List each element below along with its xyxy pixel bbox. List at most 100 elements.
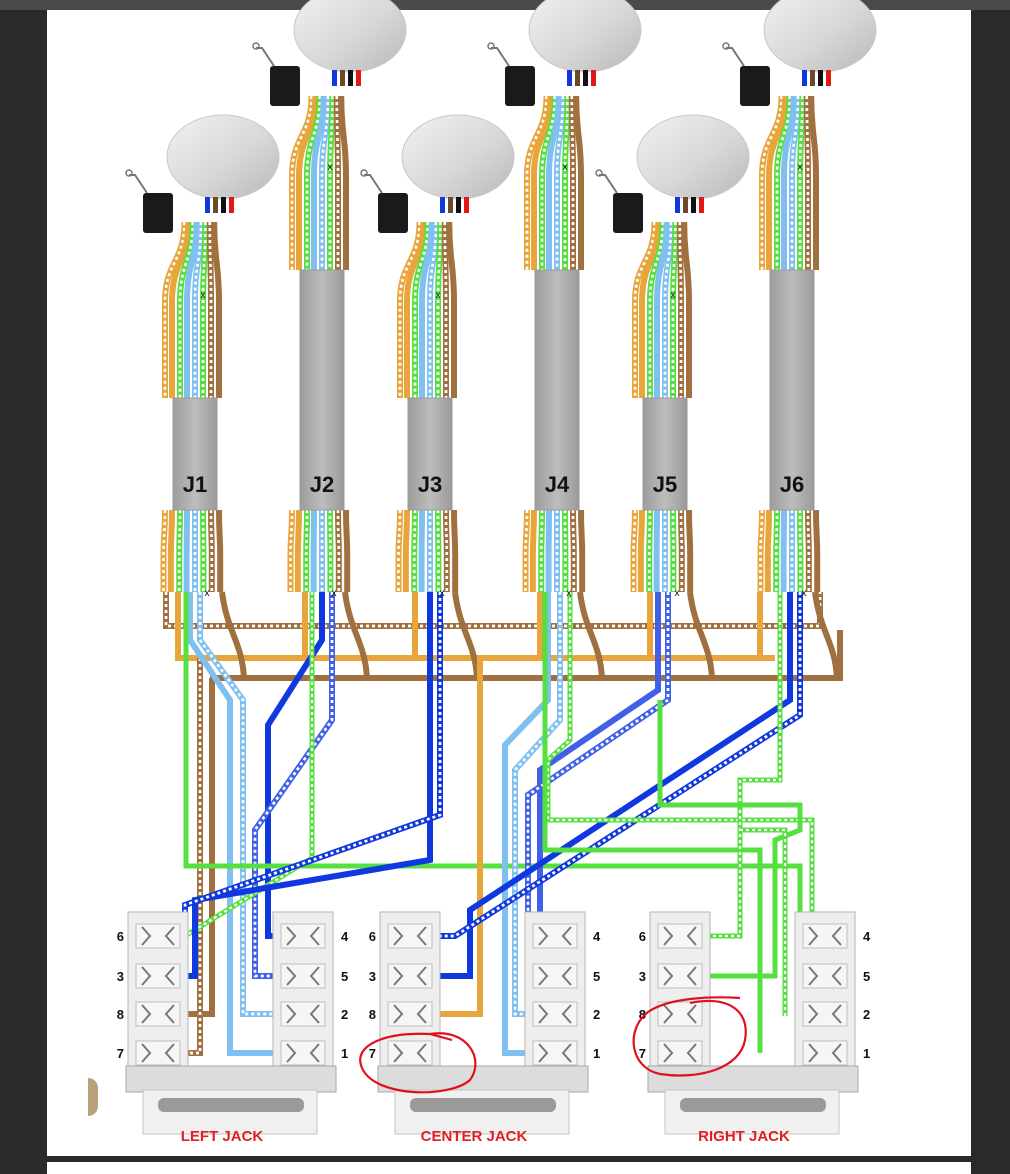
bundle-wire xyxy=(578,509,586,592)
sensor-lead xyxy=(583,70,588,86)
pin-number: 2 xyxy=(863,1007,870,1022)
bundle-wire xyxy=(686,509,694,592)
pin-contact xyxy=(393,1004,427,1024)
sensor-lead xyxy=(826,70,831,86)
jack-title: CENTER JACK xyxy=(421,1128,528,1145)
sensor-lead xyxy=(575,70,580,86)
bundle-wire xyxy=(435,221,444,398)
bundle-wire xyxy=(160,509,168,592)
bundle-wire xyxy=(446,221,457,398)
bundle-wire xyxy=(573,95,584,270)
wire-marker: x xyxy=(567,588,572,599)
wire-marker: x xyxy=(671,290,676,301)
brown-bus xyxy=(210,630,843,681)
wire-marker: x xyxy=(675,588,680,599)
switch-lever xyxy=(491,47,510,67)
sensor-lead xyxy=(691,197,696,213)
pin-contact xyxy=(286,926,320,946)
bundle-wire xyxy=(327,95,336,270)
sensor-lead xyxy=(440,197,445,213)
pin-contact xyxy=(393,926,427,946)
sensor-lead xyxy=(205,197,210,213)
bundle-wire xyxy=(637,509,645,592)
bundle-wire xyxy=(411,509,418,592)
brown-striped-bus xyxy=(163,592,823,629)
bundle-wire xyxy=(296,95,319,270)
bundle-wire xyxy=(546,95,562,270)
sensor-lead xyxy=(348,70,353,86)
jack-base xyxy=(647,1065,859,1093)
bundle-wire xyxy=(216,509,224,592)
pin-number: 2 xyxy=(593,1007,600,1022)
bundle-wire xyxy=(759,95,785,270)
connector-label: J2 xyxy=(310,472,334,497)
sensor-lead xyxy=(464,197,469,213)
connector-label: J3 xyxy=(418,472,442,497)
bundle-wire xyxy=(570,509,577,592)
bundle-wire xyxy=(311,95,327,270)
bundle-wire xyxy=(662,221,674,398)
sensor-disc xyxy=(293,0,407,73)
sensor-disc xyxy=(401,114,515,200)
pin-number: 1 xyxy=(593,1046,600,1061)
jack-base xyxy=(125,1065,337,1093)
pin-contact xyxy=(538,1004,572,1024)
pin-number: 4 xyxy=(341,929,349,944)
bundle-wire xyxy=(681,221,692,398)
jack-title: RIGHT JACK xyxy=(698,1128,790,1145)
pin-contact xyxy=(808,1004,842,1024)
bundle-wire xyxy=(200,221,209,398)
bundle-wire xyxy=(211,221,222,398)
brown-drop xyxy=(812,591,840,679)
pin-number: 3 xyxy=(369,969,376,984)
bundle-wire xyxy=(678,509,685,592)
pin-contact xyxy=(538,926,572,946)
bundle-wire xyxy=(654,221,670,398)
bundle-wire xyxy=(803,95,811,270)
red-annotations xyxy=(359,996,747,1094)
sensor-lead xyxy=(456,197,461,213)
microswitch xyxy=(740,66,770,106)
wire-routes xyxy=(160,591,850,1056)
bundle-wire xyxy=(169,221,192,398)
left-jack-pin2 xyxy=(197,592,300,1017)
sensor-lead xyxy=(818,70,823,86)
bundle-wire xyxy=(441,221,449,398)
connector-label: J6 xyxy=(780,472,804,497)
bundle-wire xyxy=(646,509,653,592)
bundle-wire xyxy=(294,509,302,592)
bundle-wire xyxy=(304,95,323,270)
pin-number: 4 xyxy=(863,929,871,944)
bundle-wire xyxy=(797,95,806,270)
pin-number: 6 xyxy=(369,929,376,944)
pin-contact xyxy=(393,966,427,986)
sensor-disc xyxy=(166,114,280,200)
bundle-wire xyxy=(162,221,188,398)
brown-drop xyxy=(219,591,247,679)
bundle-wire xyxy=(333,95,341,270)
right-jack-pin6 xyxy=(690,592,783,939)
bundle-wire xyxy=(647,221,666,398)
bundle-wire xyxy=(774,95,793,270)
wire-marker: x xyxy=(798,162,803,173)
pin-number: 5 xyxy=(341,969,348,984)
bundle-wire xyxy=(531,95,554,270)
bundle-wire xyxy=(805,509,812,592)
pin-number: 5 xyxy=(863,969,870,984)
pin-contact xyxy=(141,1043,175,1063)
bundle-wire xyxy=(568,95,576,270)
wire-marker: x xyxy=(436,290,441,301)
bundle-wire xyxy=(639,221,662,398)
pin-number: 8 xyxy=(639,1007,646,1022)
bundle-wire xyxy=(289,95,315,270)
right-jack-pin3 xyxy=(657,700,803,979)
brown-drop xyxy=(452,591,480,679)
bundle-wire xyxy=(402,509,410,592)
